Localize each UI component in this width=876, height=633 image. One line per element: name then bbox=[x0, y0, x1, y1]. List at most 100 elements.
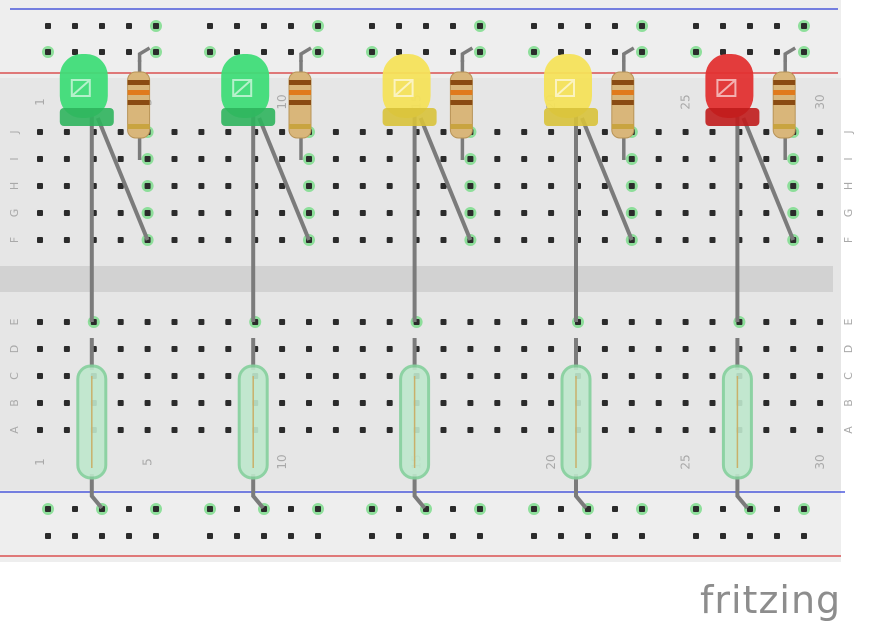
hole-top bbox=[601, 156, 608, 162]
rail-hole-bottom bbox=[774, 533, 780, 539]
rail-hole-bottom bbox=[234, 506, 240, 512]
hole-bottom bbox=[171, 319, 178, 325]
circuit-components bbox=[59, 46, 797, 510]
led-lead-wire bbox=[257, 117, 311, 241]
hole-bottom bbox=[440, 427, 447, 433]
rail-hole-bottom bbox=[207, 533, 213, 539]
hole-top bbox=[63, 183, 70, 189]
hole-top bbox=[655, 210, 662, 216]
resistor-band bbox=[127, 100, 150, 105]
rail-hole-bottom bbox=[207, 506, 213, 512]
hole-bottom bbox=[198, 400, 205, 406]
hole-top bbox=[117, 210, 124, 216]
rail-hole-bottom bbox=[369, 533, 375, 539]
hole-bottom bbox=[225, 346, 232, 352]
hole-top bbox=[494, 156, 501, 162]
hole-bottom bbox=[709, 346, 716, 352]
hole-top bbox=[279, 156, 286, 162]
rail-hole-bottom bbox=[693, 506, 699, 512]
hole-bottom bbox=[37, 427, 43, 433]
hole-bottom bbox=[117, 373, 124, 379]
hole-bottom bbox=[790, 427, 797, 433]
hole-top bbox=[279, 129, 286, 135]
reed-switch bbox=[237, 364, 269, 480]
resistor-lead-wire bbox=[622, 46, 635, 62]
hole-bottom bbox=[144, 373, 151, 379]
column-number-bottom: 20 bbox=[544, 454, 558, 469]
rail-hole-top bbox=[288, 49, 294, 55]
rail-hole-top bbox=[558, 23, 564, 29]
rail-hole-top bbox=[369, 23, 375, 29]
hole-top bbox=[655, 156, 662, 162]
hole-bottom bbox=[763, 427, 770, 433]
row-letter-right: I bbox=[842, 157, 855, 160]
hole-top bbox=[440, 129, 447, 135]
hole-top bbox=[709, 156, 716, 162]
rail-hole-top bbox=[801, 49, 807, 55]
resistor-band bbox=[289, 90, 311, 95]
rail-hole-top bbox=[693, 23, 699, 29]
hole-top bbox=[628, 183, 635, 189]
column-number-bottom: 10 bbox=[275, 454, 289, 469]
led-lead-wire bbox=[95, 117, 150, 241]
hole-bottom bbox=[37, 400, 43, 406]
reed-switch bbox=[76, 364, 108, 480]
hole-top bbox=[279, 237, 286, 243]
hole-bottom bbox=[171, 346, 178, 352]
hole-bottom bbox=[198, 346, 205, 352]
hole-top bbox=[225, 183, 232, 189]
hole-bottom bbox=[817, 346, 824, 352]
rail-hole-bottom bbox=[531, 506, 537, 512]
hole-top bbox=[386, 210, 393, 216]
hole-top bbox=[682, 210, 689, 216]
hole-bottom bbox=[386, 427, 393, 433]
resistor-band bbox=[127, 80, 150, 85]
led-symbol bbox=[232, 79, 253, 97]
hole-bottom bbox=[709, 400, 716, 406]
resistor-band bbox=[127, 124, 150, 129]
hole-bottom bbox=[63, 346, 70, 352]
hole-bottom bbox=[37, 346, 43, 352]
hole-bottom bbox=[628, 427, 635, 433]
hole-top bbox=[601, 210, 608, 216]
rail-hole-bottom bbox=[774, 506, 780, 512]
hole-bottom bbox=[386, 346, 393, 352]
rail-hole-top bbox=[612, 49, 618, 55]
rail-hole-bottom bbox=[45, 506, 51, 512]
hole-bottom bbox=[279, 400, 286, 406]
hole-top bbox=[386, 183, 393, 189]
row-letter-left: B bbox=[8, 399, 21, 407]
hole-bottom bbox=[628, 319, 635, 325]
rail-hole-top bbox=[531, 23, 537, 29]
hole-top bbox=[467, 210, 474, 216]
column-number-bottom: 1 bbox=[33, 458, 47, 466]
hole-bottom bbox=[117, 319, 124, 325]
hole-bottom bbox=[144, 319, 151, 325]
hole-bottom bbox=[63, 400, 70, 406]
rail-hole-top bbox=[774, 49, 780, 55]
rail-hole-top bbox=[126, 49, 132, 55]
hole-top bbox=[601, 237, 608, 243]
rail-hole-top bbox=[396, 23, 402, 29]
rail-hole-top bbox=[639, 23, 645, 29]
rail-hole-bottom bbox=[801, 506, 807, 512]
resistor-band bbox=[611, 100, 634, 105]
hole-top bbox=[548, 129, 555, 135]
rail-hole-top bbox=[693, 49, 699, 55]
hole-bottom bbox=[386, 373, 393, 379]
rail-hole-top bbox=[639, 49, 645, 55]
rail-hole-top bbox=[612, 23, 618, 29]
hole-bottom bbox=[655, 319, 662, 325]
led-lead-wire bbox=[741, 117, 796, 241]
hole-top bbox=[709, 129, 716, 135]
resistor-band bbox=[611, 124, 634, 129]
hole-top bbox=[655, 129, 662, 135]
resistor bbox=[449, 71, 473, 139]
rail-hole-top bbox=[315, 49, 321, 55]
hole-top bbox=[332, 237, 339, 243]
hole-bottom bbox=[440, 400, 447, 406]
led-symbol bbox=[716, 79, 737, 97]
led-symbol bbox=[393, 79, 414, 97]
hole-top bbox=[817, 183, 824, 189]
hole-top bbox=[171, 183, 178, 189]
